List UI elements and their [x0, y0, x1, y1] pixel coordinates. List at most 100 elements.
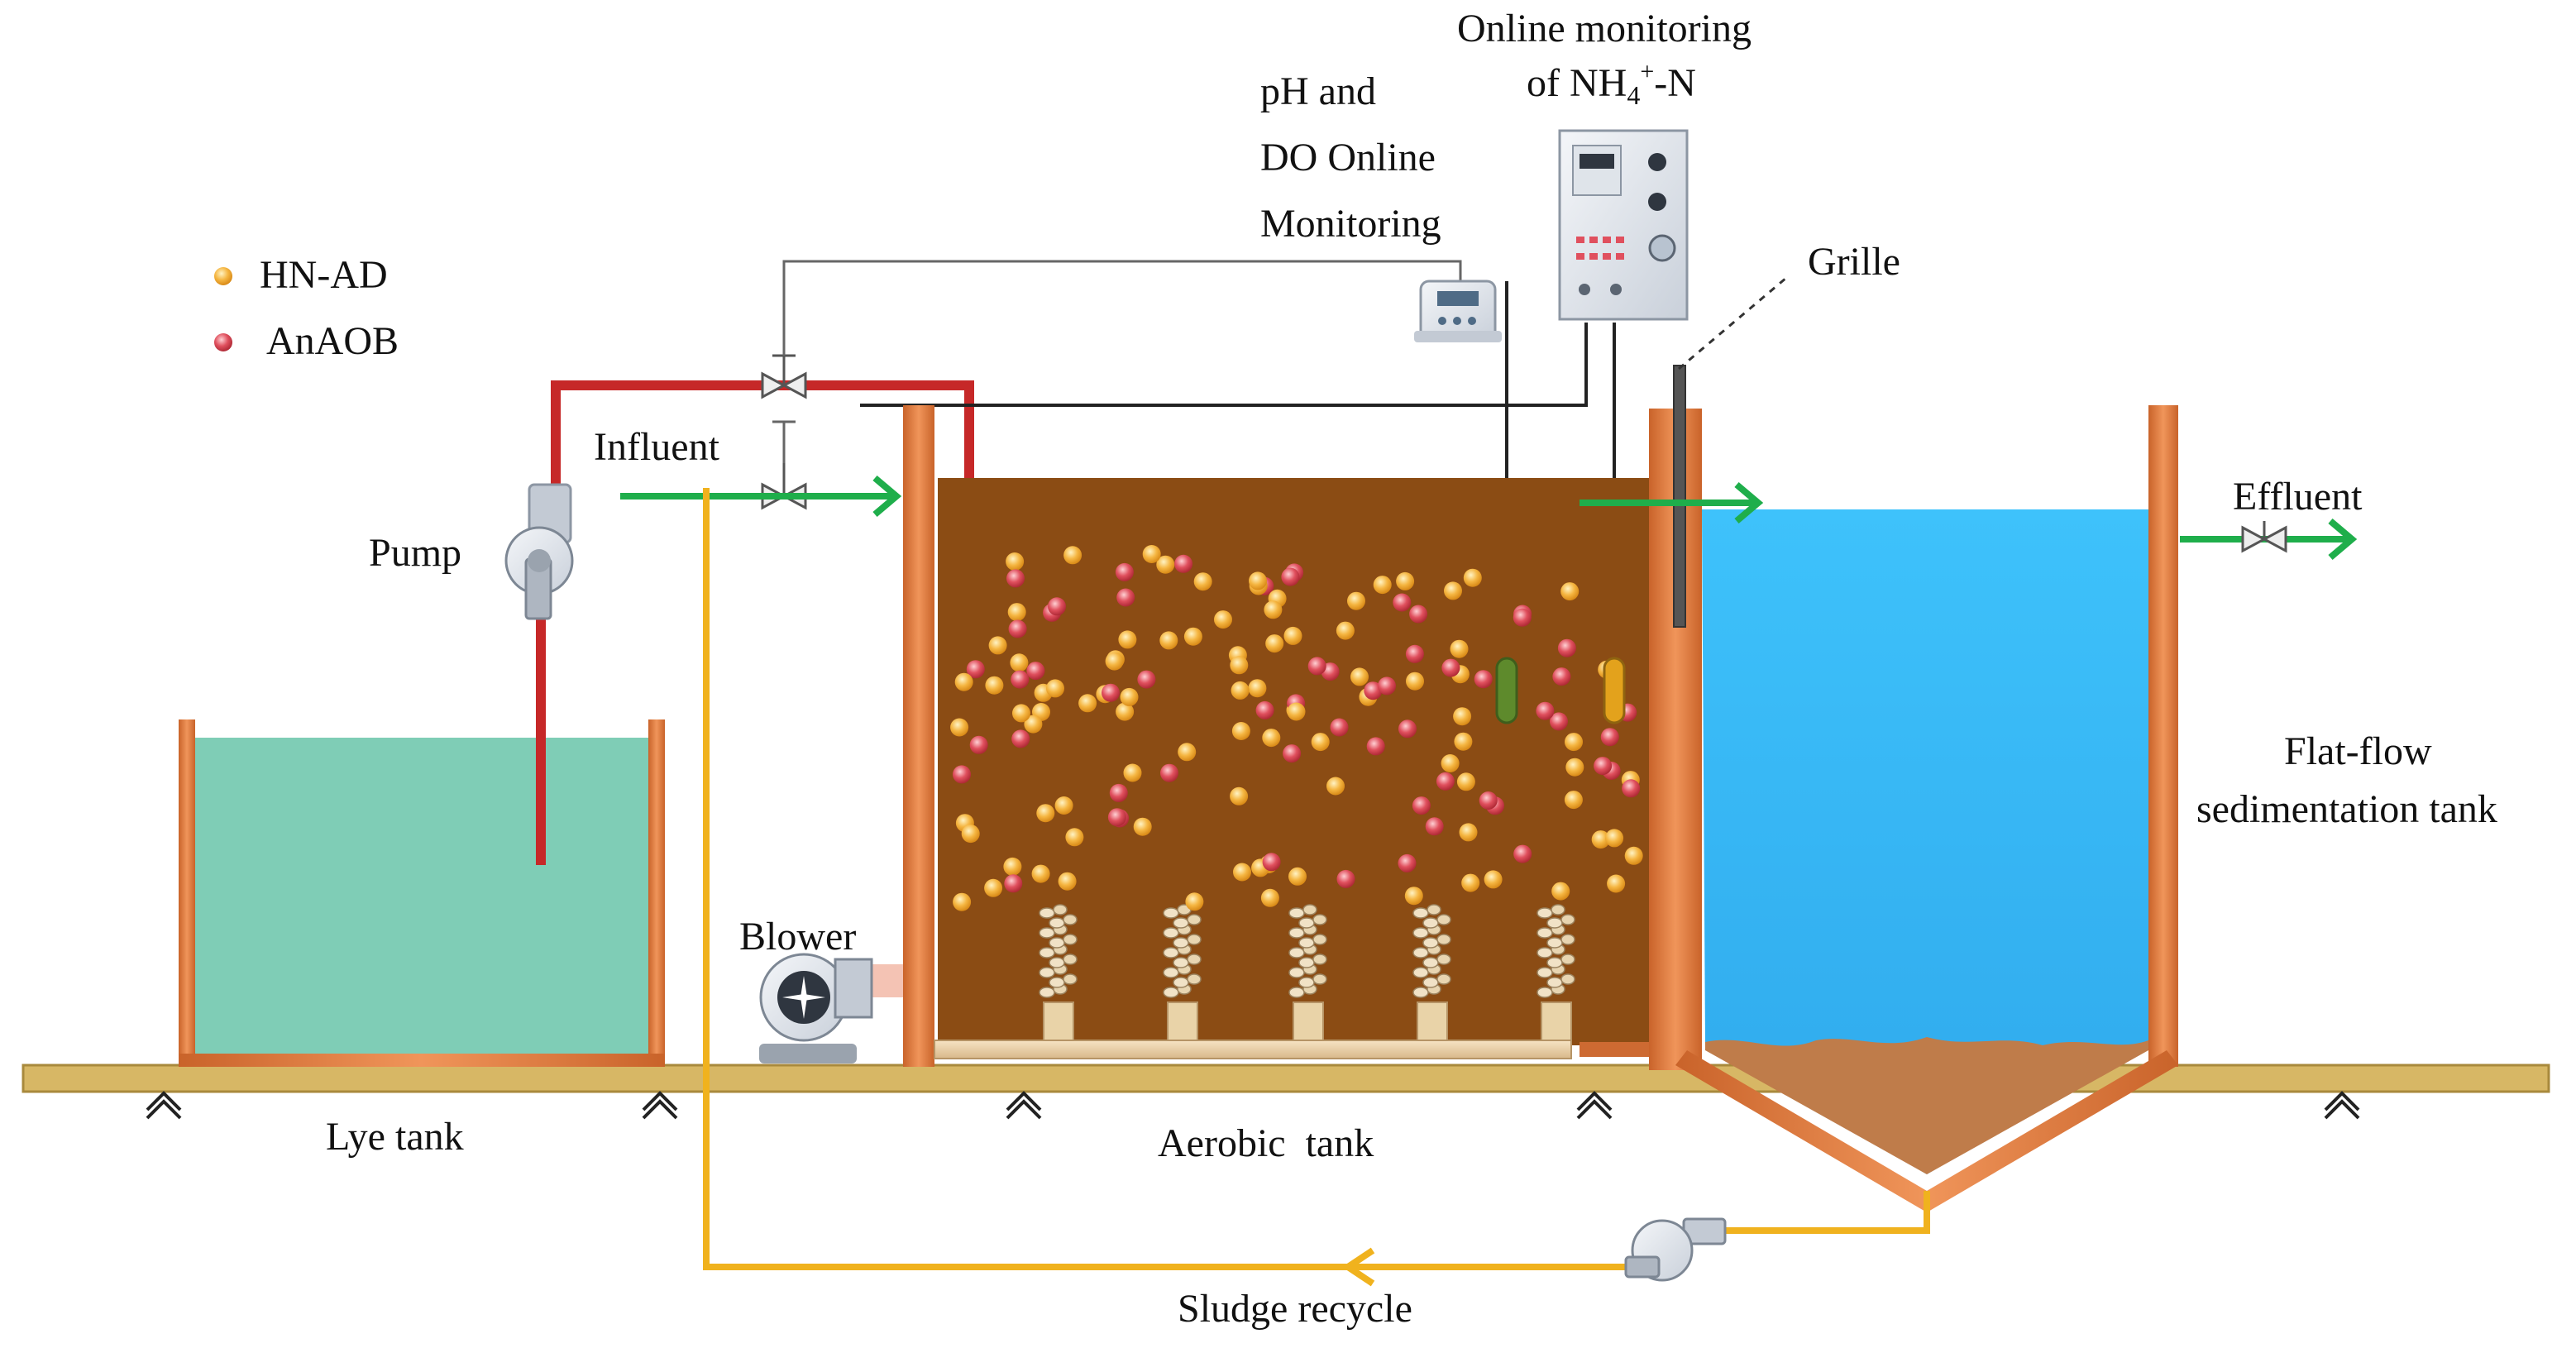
anaob-particle: [1479, 791, 1498, 810]
flat-flow-sedimentation-label: Flat-flow sedimentation tank: [2196, 729, 2497, 831]
hnad-particle: [1564, 791, 1583, 810]
anaob-particle: [1393, 593, 1412, 612]
microbe-particles: [950, 545, 1643, 911]
anaob-particle: [1011, 670, 1030, 689]
anaob-particle: [1283, 744, 1302, 763]
internal-flow-arrow: [1580, 481, 1764, 524]
anaob-particle: [1336, 869, 1355, 888]
hnad-particle: [1551, 882, 1570, 901]
legend-anaob-label: AnAOB: [266, 319, 399, 363]
hnad-particle: [1406, 672, 1424, 691]
hnad-particle: [1624, 846, 1643, 865]
settled-sludge: [1705, 1037, 2148, 1174]
anaob-particle: [1107, 808, 1126, 827]
sedimentation-tank: [1675, 405, 2178, 1212]
anaob-particle: [1255, 700, 1274, 719]
svg-text:Monitoring: Monitoring: [1260, 202, 1441, 246]
blower-label: Blower: [739, 915, 856, 958]
lye-tank-label: Lye tank: [326, 1115, 464, 1159]
anaob-particle: [1026, 662, 1045, 681]
hnad-particle: [1031, 864, 1050, 883]
hnad-particle: [1248, 679, 1267, 698]
sedimentation-tank-water: [1702, 509, 2148, 1174]
ph-do-monitoring-label: pH and DO Online Monitoring: [1260, 69, 1441, 246]
legend-hnad-label: HN-AD: [260, 253, 388, 297]
anaob-particle: [1115, 562, 1134, 581]
svg-text:of NH4+-N: of NH4+-N: [1527, 58, 1696, 110]
anaob-particle: [1102, 683, 1120, 702]
hnad-particle: [1484, 870, 1503, 889]
hnad-particle: [1373, 576, 1392, 595]
hnad-particle: [1214, 610, 1232, 629]
hnad-particle: [1233, 863, 1251, 882]
blower: [759, 953, 903, 1064]
grille: [1673, 276, 1787, 628]
anaob-particle: [1536, 701, 1555, 720]
anaob-particle: [1262, 853, 1281, 872]
anaob-particle: [1116, 588, 1135, 607]
svg-text:Flat-flow: Flat-flow: [2284, 729, 2432, 773]
hnad-particle: [1283, 626, 1302, 645]
anaob-particle: [1409, 605, 1428, 624]
svg-text:Online monitoring: Online monitoring: [1457, 7, 1752, 50]
lye-tank: [179, 719, 665, 1067]
hnad-particle: [1063, 546, 1082, 565]
svg-text:pH and: pH and: [1260, 69, 1376, 113]
hnad-particle: [1065, 828, 1084, 847]
hnad-particle: [1142, 545, 1161, 563]
diffuser-1: [1039, 904, 1078, 1041]
anaob-particle: [1160, 763, 1178, 782]
recycle-direction-arrow: [1341, 1247, 1375, 1287]
hnad-particle: [1350, 667, 1369, 686]
anaob-particle: [966, 660, 985, 679]
hnad-particle: [1036, 804, 1055, 823]
hnad-particle: [1120, 687, 1139, 706]
anaob-particle: [1281, 567, 1300, 586]
hnad-particle: [1591, 830, 1610, 849]
diffuser-4: [1412, 904, 1451, 1041]
top-valve: [761, 354, 807, 399]
hnad-particle: [1565, 733, 1583, 752]
diffuser-2: [1163, 904, 1202, 1041]
hnad-particle: [1105, 652, 1124, 671]
nh4-probe: [1603, 657, 1626, 724]
hnad-particle: [1183, 627, 1202, 646]
anaob-particle: [1552, 667, 1571, 686]
anaob-particle: [1307, 657, 1326, 676]
anaob-particle: [1412, 796, 1431, 815]
hnad-particle: [1336, 621, 1355, 640]
hnad-particle: [954, 672, 973, 691]
anaob-particle: [1366, 737, 1385, 756]
hnad-particle: [1461, 873, 1480, 892]
hnad-particle: [1441, 754, 1460, 772]
hnad-particle: [1230, 786, 1249, 805]
anaob-particle: [1441, 658, 1460, 677]
anaob-particle: [1622, 779, 1641, 798]
hnad-particle: [1288, 867, 1307, 886]
hnad-particle: [1262, 729, 1281, 748]
hnad-particle: [1231, 722, 1250, 740]
svg-text:sedimentation tank: sedimentation tank: [2196, 787, 2497, 831]
sludge-recycle-pipe: [703, 488, 1930, 1270]
legend-hnad-marker: [214, 267, 232, 285]
hnad-particle: [1396, 571, 1415, 590]
anaob-particle: [1425, 817, 1444, 836]
hnad-particle: [1010, 653, 1029, 672]
hnad-particle: [1444, 581, 1462, 600]
hnad-particle: [953, 892, 972, 911]
hnad-particle: [1311, 733, 1330, 752]
hnad-particle: [1287, 702, 1306, 721]
recycle-pump: [1624, 1217, 1727, 1282]
hnad-particle: [1404, 887, 1423, 906]
hnad-particle: [984, 878, 1003, 897]
hnad-particle: [1231, 681, 1250, 700]
anaob-particle: [1048, 597, 1066, 616]
hnad-particle: [1159, 631, 1178, 650]
hnad-particle: [1024, 715, 1043, 734]
ph-do-meter: [1414, 280, 1502, 342]
grille-label: Grille: [1808, 240, 1900, 284]
hnad-particle: [1459, 823, 1478, 842]
anaob-particle: [1600, 728, 1619, 747]
hnad-particle: [1193, 572, 1212, 591]
